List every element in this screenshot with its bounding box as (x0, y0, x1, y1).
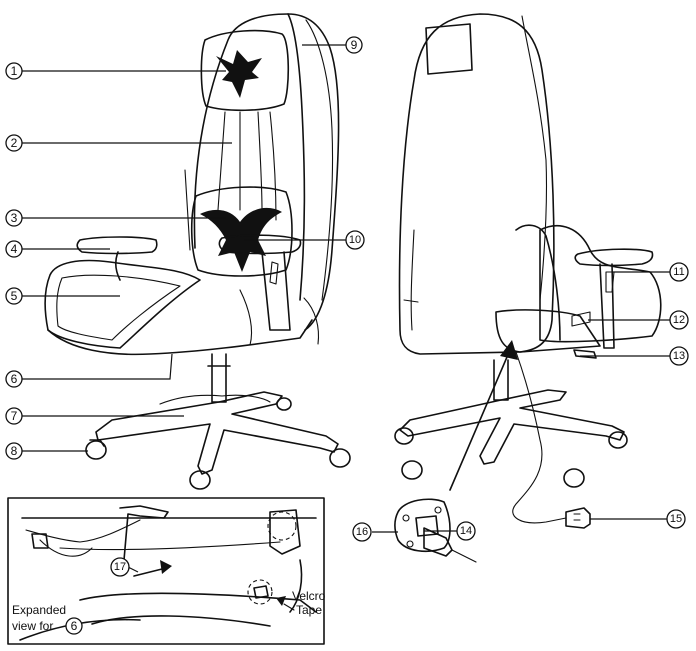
callout-15: 15 (666, 509, 686, 529)
front-gas-lift (211, 353, 227, 403)
callout-3: 3 (5, 209, 23, 227)
back-headrest (425, 23, 473, 75)
callout-10: 10 (345, 230, 365, 250)
callout-13: 13 (669, 346, 689, 366)
front-star-base (95, 391, 339, 475)
lumbar-logo-icon (200, 207, 282, 272)
callout-6-ref: 6 (65, 617, 83, 635)
expanded-label-line2: view for (12, 619, 53, 633)
front-backrest-shell (193, 13, 340, 331)
callout-8-number: 8 (11, 444, 18, 458)
callout-14: 14 (456, 521, 476, 541)
callout-6-ref-number: 6 (71, 619, 78, 633)
expanded-label-line1: Expanded (12, 603, 66, 617)
seat-cushion (44, 259, 201, 349)
callout-9-number: 9 (351, 38, 358, 52)
back-view-chair (394, 13, 662, 529)
callout-1: 1 (5, 62, 23, 80)
callout-11: 11 (669, 262, 689, 282)
callout-17: 17 (110, 557, 130, 577)
callout-13-number: 13 (673, 350, 685, 362)
headrest-logo-icon (216, 50, 262, 98)
callout-11-number: 11 (673, 266, 684, 278)
callout-4-number: 4 (11, 242, 18, 256)
back-backrest-shell (398, 13, 555, 355)
callout-2: 2 (5, 134, 23, 152)
left-armrest-pad (76, 236, 158, 255)
callout-1-number: 1 (11, 64, 18, 78)
callout-12: 12 (669, 310, 689, 330)
back-caster-wheels (394, 427, 628, 488)
callout-17-number: 17 (114, 561, 126, 573)
callout-8: 8 (5, 442, 23, 460)
side-wing-9 (287, 13, 306, 301)
back-armrest-pad (574, 248, 654, 267)
callout-7: 7 (5, 407, 23, 425)
velcro-label-line2: Tape (296, 603, 322, 617)
power-plug (565, 507, 591, 529)
right-armrest-pad (218, 234, 302, 255)
callout-6-number: 6 (11, 372, 18, 386)
callout-4: 4 (5, 240, 23, 258)
callout-5-number: 5 (11, 289, 18, 303)
back-star-base (399, 389, 625, 465)
seat-base-shell (47, 319, 313, 356)
expanded-view-inset: Velcro Tape Expanded view for 6 (7, 497, 326, 645)
callout-15-number: 15 (670, 513, 682, 525)
callout-7-number: 7 (11, 409, 18, 423)
velcro-label-line1: Velcro (292, 589, 326, 603)
callout-6: 6 (5, 370, 23, 388)
connector-plate (394, 498, 451, 553)
callout-leaders (22, 44, 676, 573)
connector-plug (423, 527, 477, 563)
caster-wheels (85, 397, 351, 490)
callout-16: 16 (352, 522, 372, 542)
callout-14-number: 14 (460, 525, 472, 537)
callout-12-number: 12 (673, 314, 685, 326)
back-gas-lift (493, 359, 509, 401)
callout-16-number: 16 (356, 526, 368, 538)
callout-2-number: 2 (11, 136, 18, 150)
callout-3-number: 3 (11, 211, 18, 225)
callout-5: 5 (5, 287, 23, 305)
power-cord (512, 351, 567, 524)
front-view-chair (44, 13, 351, 490)
callout-9: 9 (345, 36, 363, 54)
callout-10-number: 10 (349, 234, 361, 246)
inset-frame (7, 497, 325, 645)
headrest-pillow (200, 29, 290, 112)
